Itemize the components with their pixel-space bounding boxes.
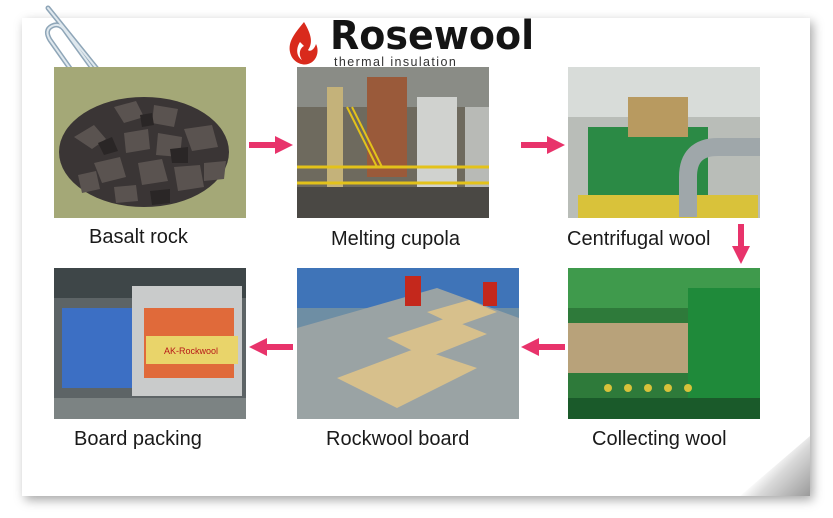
centrifugal-wool-photo — [568, 67, 760, 218]
arrow-left-icon — [249, 338, 293, 356]
step-caption-centrifugal-wool: Centrifugal wool — [567, 228, 710, 251]
packing-label-text: AK-Rockwool — [164, 346, 218, 356]
step-caption-rockwool-board: Rockwool board — [326, 428, 469, 451]
logo-brand-text: Rosewool — [330, 12, 534, 60]
rockwool-board-photo — [297, 268, 519, 419]
step-caption-collecting-wool: Collecting wool — [592, 428, 727, 451]
arrow-right-icon — [521, 136, 565, 154]
arrow-right-icon — [249, 136, 293, 154]
step-caption-melting-cupola: Melting cupola — [331, 228, 460, 251]
melting-cupola-photo — [297, 67, 489, 218]
arrow-left-icon — [521, 338, 565, 356]
board-packing-photo: AK-Rockwool — [54, 268, 246, 419]
flame-logo-icon — [284, 20, 322, 66]
basalt-rock-photo — [54, 67, 246, 218]
arrow-down-icon — [732, 224, 750, 264]
collecting-wool-photo — [568, 268, 760, 419]
step-caption-board-packing: Board packing — [74, 428, 202, 451]
rosewool-logo: Rosewool thermal insulation — [284, 14, 524, 68]
page-curl — [740, 436, 810, 496]
step-caption-basalt-rock: Basalt rock — [89, 226, 188, 249]
